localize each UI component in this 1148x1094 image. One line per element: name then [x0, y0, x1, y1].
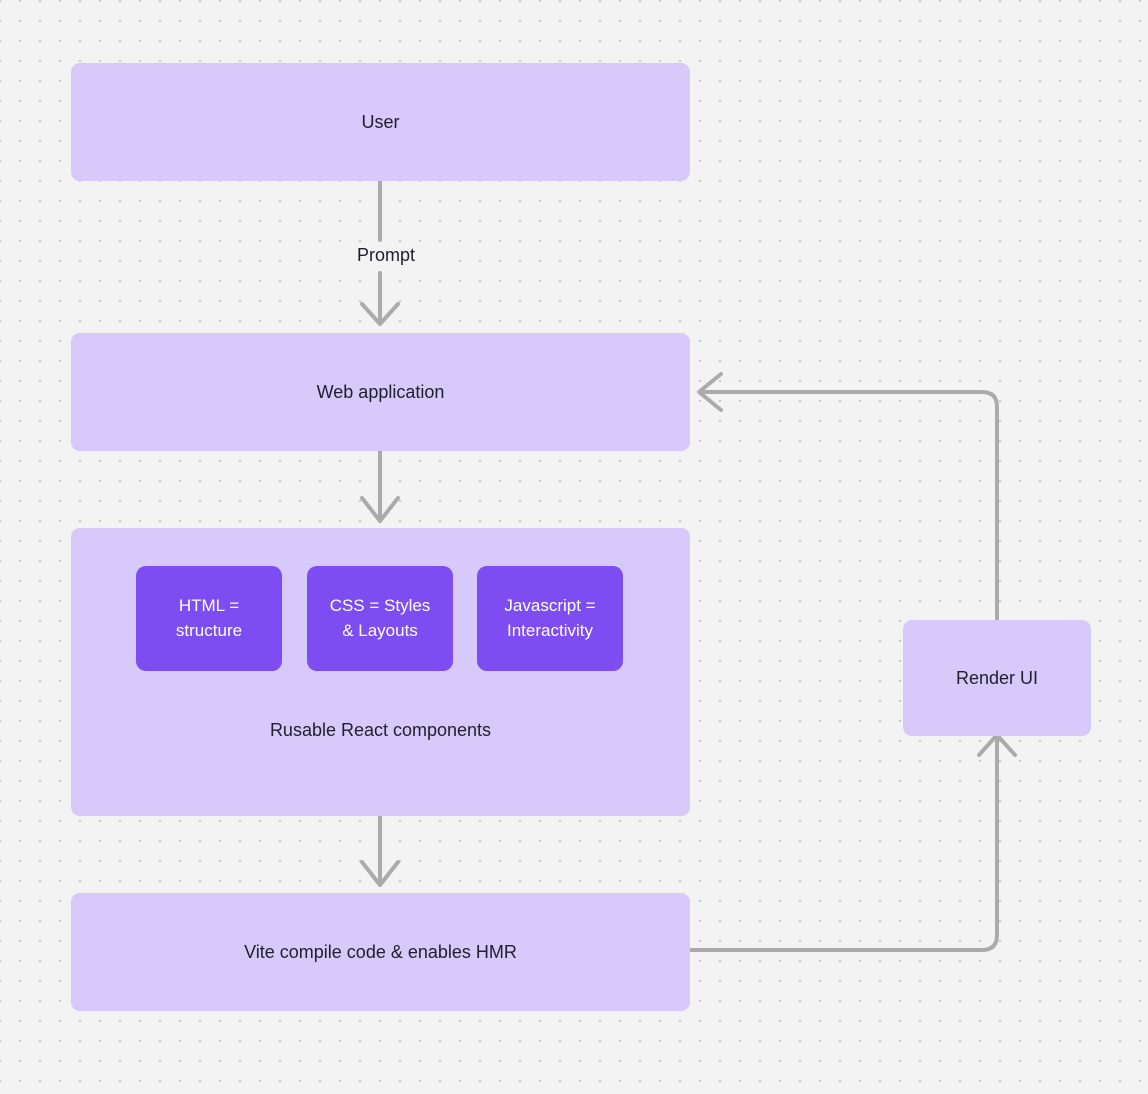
node-components-container[interactable]: HTML = structure CSS = Styles & Layouts … [71, 528, 690, 816]
node-render-ui[interactable]: Render UI [903, 620, 1091, 736]
node-vite-label: Vite compile code & enables HMR [244, 941, 517, 962]
node-user-label: User [361, 111, 400, 132]
edge-label-prompt: Prompt [330, 245, 442, 266]
chip-css[interactable]: CSS = Styles & Layouts [307, 566, 453, 671]
node-web-application[interactable]: Web application [71, 333, 690, 451]
node-web-application-label: Web application [316, 381, 445, 402]
edge-render-ui-to-web-application [697, 372, 999, 622]
node-vite[interactable]: Vite compile code & enables HMR [71, 893, 690, 1011]
edge-web-application-to-components [360, 449, 400, 523]
node-user[interactable]: User [71, 63, 690, 181]
edge-vite-to-render-ui [689, 733, 1017, 952]
components-container-caption: Rusable React components [269, 720, 492, 740]
chip-javascript[interactable]: Javascript = Interactivity [477, 566, 623, 671]
node-render-ui-label: Render UI [955, 667, 1039, 688]
edge-components-to-vite [360, 814, 400, 887]
chip-html[interactable]: HTML = structure [136, 566, 282, 671]
